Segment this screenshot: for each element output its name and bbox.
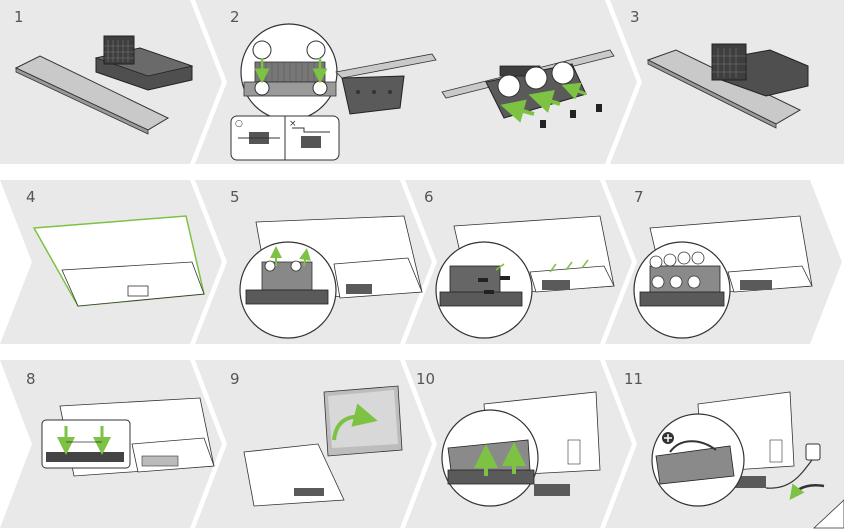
stand-base-illustration <box>14 35 194 135</box>
step-number-4: 4 <box>26 188 36 206</box>
step-number-7: 7 <box>634 188 644 206</box>
stand-standing-illustration <box>441 391 601 507</box>
step-number-5: 5 <box>230 188 240 206</box>
step-panel-7: 7 <box>605 180 842 344</box>
bracket-closeup-illustration <box>240 23 437 121</box>
screw-back-cover-illustration <box>435 215 615 339</box>
power-outlet-icon <box>805 443 821 461</box>
step-panel-9: 9 <box>195 360 432 528</box>
screw-fastening-illustration <box>441 49 615 128</box>
step-panel-11: 11 <box>605 360 844 529</box>
step-panel-2: 2 ○ × <box>195 0 637 164</box>
step-number-11: 11 <box>624 370 643 388</box>
assembled-stand-illustration <box>646 43 809 129</box>
correct-mark: ○ <box>235 119 243 129</box>
step-number-8: 8 <box>26 370 36 388</box>
step-number-1: 1 <box>14 8 24 26</box>
cable-connect-illustration <box>651 391 844 529</box>
wrong-mark: × <box>289 119 297 129</box>
correct-wrong-inset: ○ × <box>230 115 340 161</box>
step-number-10: 10 <box>416 370 435 388</box>
stand-attach-illustration <box>239 215 423 339</box>
tv-facedown-illustration <box>32 215 205 307</box>
step-panel-10: 10 <box>405 360 632 528</box>
cable-cover-illustration <box>41 397 215 477</box>
tv-lift-upright-illustration <box>243 385 403 507</box>
step-panel-4: 4 <box>0 180 222 344</box>
step-panel-8: 8 <box>0 360 222 528</box>
step-number-2: 2 <box>230 8 240 26</box>
step-panel-1: 1 <box>0 0 222 164</box>
step-panel-5: 5 <box>195 180 432 344</box>
step-number-3: 3 <box>630 8 640 26</box>
step-number-6: 6 <box>424 188 434 206</box>
step-number-9: 9 <box>230 370 240 388</box>
screws-tightened-illustration <box>633 215 813 339</box>
step-panel-6: 6 <box>405 180 632 344</box>
step-panel-3: 3 <box>610 0 844 164</box>
